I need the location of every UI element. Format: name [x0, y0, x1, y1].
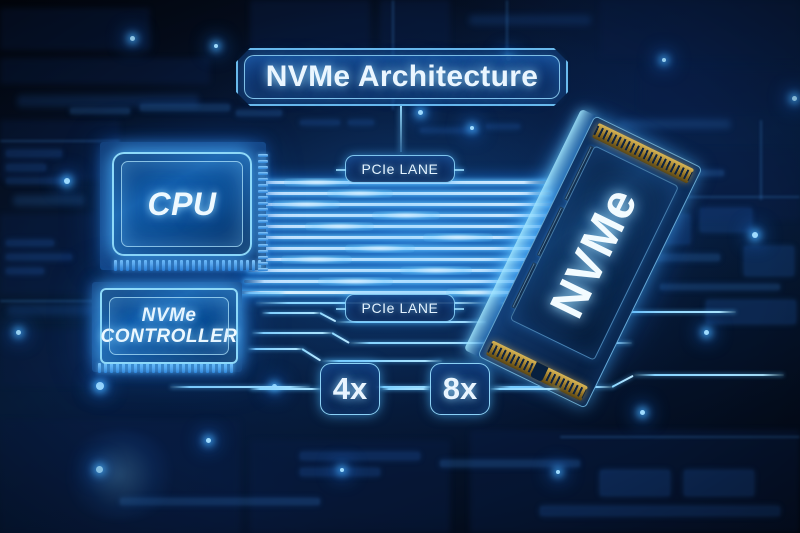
badge-connector-left [250, 388, 322, 390]
page-title: NVMe Architecture [265, 60, 539, 93]
cpu-chip-label: CPU [147, 185, 217, 222]
ssd-label-text: NVMe [540, 179, 649, 327]
lane-width-badge-8x: 8x [430, 363, 490, 415]
lane-width-4x-text: 4x [332, 371, 368, 406]
title-badge-inner: NVMe Architecture [244, 55, 560, 99]
pcie-lane-lower-text: PCIe LANE [361, 300, 439, 316]
badge-connector-mid [382, 388, 430, 390]
nvme-controller-label-line2: CONTROLLER [100, 326, 238, 347]
nvme-controller-chip: NVMe CONTROLLER [100, 288, 238, 364]
lane-width-8x-text: 8x [442, 371, 478, 406]
pcie-lane-label-lower: PCIe LANE [336, 294, 464, 322]
badge-connector-right [490, 388, 560, 390]
title-badge: NVMe Architecture [236, 48, 568, 106]
title-connector-line [400, 106, 402, 152]
pcie-lane-upper-text: PCIe LANE [361, 161, 439, 177]
lane-width-badge-4x: 4x [320, 363, 380, 415]
nvme-controller-label-line1: NVMe [141, 304, 197, 326]
pcie-lane-label-upper: PCIe LANE [336, 155, 464, 183]
cpu-chip: CPU [112, 152, 252, 256]
